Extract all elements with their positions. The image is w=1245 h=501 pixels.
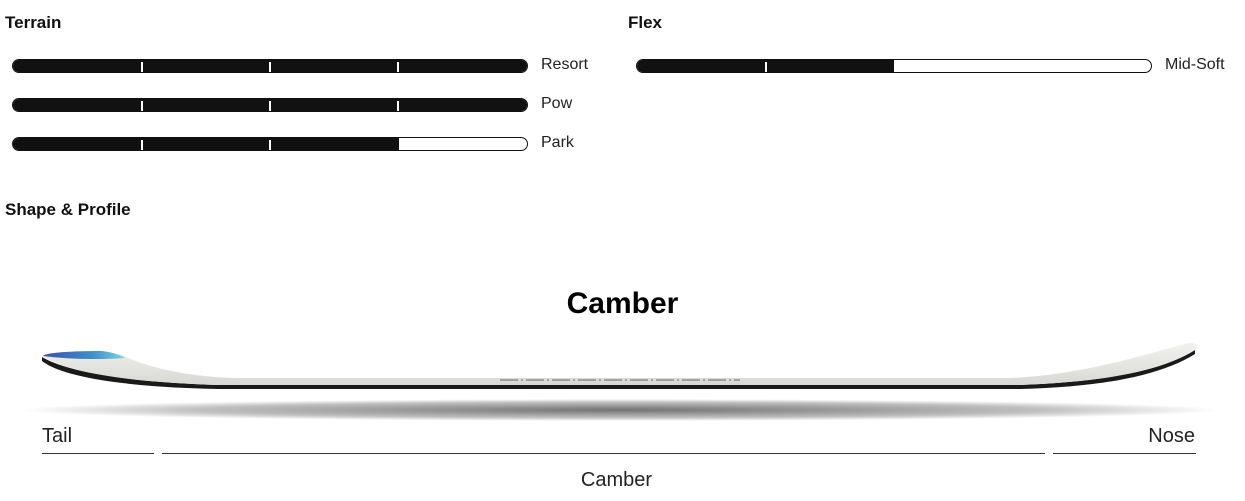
terrain-label-resort: Resort — [541, 56, 589, 73]
snowboard-image — [20, 330, 1220, 425]
terrain-bar-track — [12, 59, 528, 73]
board-base — [42, 350, 1195, 389]
terrain-label-park: Park — [541, 134, 574, 151]
flex-title: Flex — [628, 13, 663, 32]
terrain-title: Terrain — [5, 13, 62, 32]
bar-tick — [397, 101, 399, 111]
bar-tick — [269, 140, 271, 150]
zone-line-nose — [1053, 453, 1196, 454]
terrain-bar-track — [12, 137, 528, 151]
flex-label: Mid-Soft — [1165, 56, 1225, 73]
zone-label-camber: Camber — [580, 469, 653, 491]
tail-graphic — [43, 351, 125, 360]
snowboard-illustration — [20, 342, 1220, 421]
bar-tick — [397, 62, 399, 72]
bar-tick — [269, 62, 271, 72]
terrain-label-pow: Pow — [541, 95, 573, 112]
zone-label-nose: Nose — [1148, 425, 1195, 447]
flex-bar-track — [636, 59, 1152, 73]
terrain-bar-track — [12, 98, 528, 112]
zone-label-tail: Tail — [42, 425, 73, 447]
profile-name: Camber — [566, 287, 679, 320]
board-top — [43, 342, 1197, 385]
bar-tick — [141, 62, 143, 72]
bar-tick — [141, 101, 143, 111]
board-shadow — [20, 399, 1220, 421]
bar-tick — [765, 62, 767, 72]
terrain-bar-fill — [13, 138, 399, 150]
bar-tick — [269, 101, 271, 111]
shape-profile-title: Shape & Profile — [5, 200, 131, 219]
zone-line-camber — [162, 453, 1045, 454]
bar-tick — [141, 140, 143, 150]
zone-line-tail — [42, 453, 154, 454]
